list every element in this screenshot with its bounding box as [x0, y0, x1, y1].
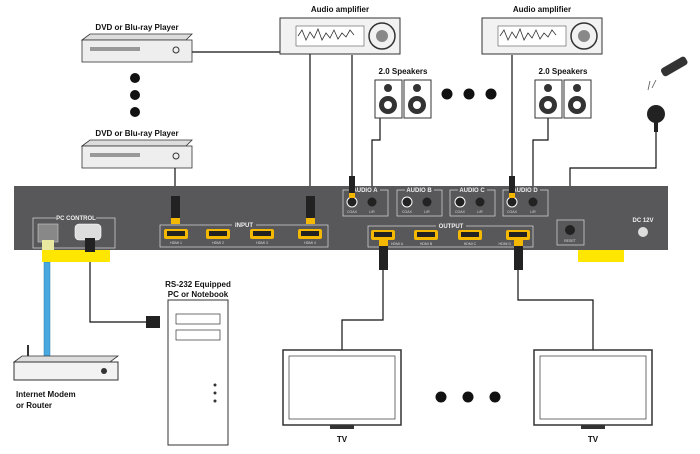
port-label: HDMI B	[420, 242, 433, 246]
input-label: INPUT	[235, 223, 253, 229]
cable-speakers1-lr	[371, 118, 381, 190]
power-jack[interactable]	[638, 227, 648, 237]
cable-hdmia-tv	[341, 270, 384, 350]
router-label-1: Internet Modem	[16, 390, 76, 399]
tv-right-icon	[533, 349, 653, 429]
power-label: DC 12V	[632, 218, 653, 224]
pc-label-2: PC or Notebook	[168, 290, 229, 299]
ellipsis-dvd	[130, 73, 140, 117]
cable-dvd1-hdmi4	[192, 51, 311, 198]
lr-port[interactable]	[528, 197, 538, 207]
yellow-bar-right	[578, 250, 624, 262]
yellow-bar-left	[42, 250, 110, 262]
audio-label: AUDIO B	[406, 188, 432, 194]
lr-label: L/R	[477, 210, 483, 214]
output-label: OUTPUT	[439, 224, 464, 230]
cable-rs232-pc	[89, 262, 148, 323]
lr-label: L/R	[369, 210, 375, 214]
audio-label: AUDIO D	[512, 188, 538, 194]
dvd-player-bottom	[80, 139, 193, 169]
hdmi-port-slot	[461, 232, 479, 237]
lr-port[interactable]	[367, 197, 377, 207]
coax-label: COAX	[402, 210, 413, 214]
hdmi-port-slot	[253, 231, 271, 236]
audio-amplifier-left	[279, 17, 401, 55]
rs232-plug	[85, 238, 95, 252]
reset-label: RESET	[564, 239, 577, 243]
audio-amplifier-right	[481, 17, 603, 55]
audio-label: AUDIO C	[459, 188, 485, 194]
port-label: HDMI 1	[170, 241, 182, 245]
amp-right-label: Audio amplifier	[513, 5, 571, 14]
matrix-panel	[14, 186, 668, 250]
amp-left-label: Audio amplifier	[311, 5, 369, 14]
ir-remote-icon	[647, 56, 688, 91]
dvd-top-label: DVD or Blu-ray Player	[95, 23, 178, 32]
hdmi-port-slot	[209, 231, 227, 236]
hdmi-port-slot	[374, 232, 392, 237]
speakers-left	[374, 79, 432, 119]
lr-label: L/R	[424, 210, 430, 214]
tv-left-icon	[282, 349, 402, 429]
port-label: HDMI D	[499, 242, 512, 246]
hdmi-plugs	[171, 176, 523, 270]
cable-speakers2-lr	[532, 118, 549, 190]
port-label: HDMI 4	[304, 241, 316, 245]
dvd-player-top	[80, 33, 193, 63]
hdmi-port-slot	[301, 231, 319, 236]
pc-control-label: PC CONTROL	[56, 216, 96, 222]
coax-label: COAX	[455, 210, 466, 214]
port-label: HDMI 3	[256, 241, 268, 245]
speakers-left-label: 2.0 Speakers	[379, 67, 428, 76]
speakers-right	[534, 79, 592, 119]
cables	[89, 51, 657, 350]
pc-tower-icon	[167, 299, 229, 446]
router-label-2: or Router	[16, 401, 52, 410]
coax-port[interactable]	[506, 196, 518, 208]
ellipsis-tv	[435, 391, 501, 403]
tv-left-label: TV	[337, 435, 348, 444]
coax-port[interactable]	[401, 196, 413, 208]
tv-right-label: TV	[588, 435, 599, 444]
coax-label: COAX	[507, 210, 518, 214]
coax-label: COAX	[347, 210, 358, 214]
rj45-port[interactable]	[37, 223, 59, 243]
ir-receiver-icon	[647, 105, 665, 132]
rj45-plug	[42, 240, 54, 250]
router-icon	[12, 345, 120, 381]
coax-port[interactable]	[346, 196, 358, 208]
ethernet-cable	[43, 261, 51, 358]
db9-connector	[146, 316, 160, 328]
pc-label-1: RS-232 Equipped	[165, 280, 231, 289]
lr-port[interactable]	[475, 197, 485, 207]
ellipsis-audio	[441, 88, 497, 100]
lr-port[interactable]	[422, 197, 432, 207]
reset-button[interactable]	[565, 225, 575, 235]
hdmi-port-slot	[417, 232, 435, 237]
reset-group	[556, 219, 585, 246]
port-label: HDMI A	[391, 242, 404, 246]
coax-port[interactable]	[454, 196, 466, 208]
port-label: HDMI C	[464, 242, 477, 246]
lr-label: L/R	[530, 210, 536, 214]
port-label: HDMI 2	[212, 241, 224, 245]
rs232-port[interactable]	[74, 223, 102, 241]
hdmi-port-slot	[509, 232, 527, 237]
hdmi-port-slot	[167, 231, 185, 236]
cable-hdmid-tv	[517, 270, 594, 350]
dvd-bottom-label: DVD or Blu-ray Player	[95, 129, 178, 138]
audio-label: AUDIO A	[352, 188, 378, 194]
speakers-right-label: 2.0 Speakers	[539, 67, 588, 76]
